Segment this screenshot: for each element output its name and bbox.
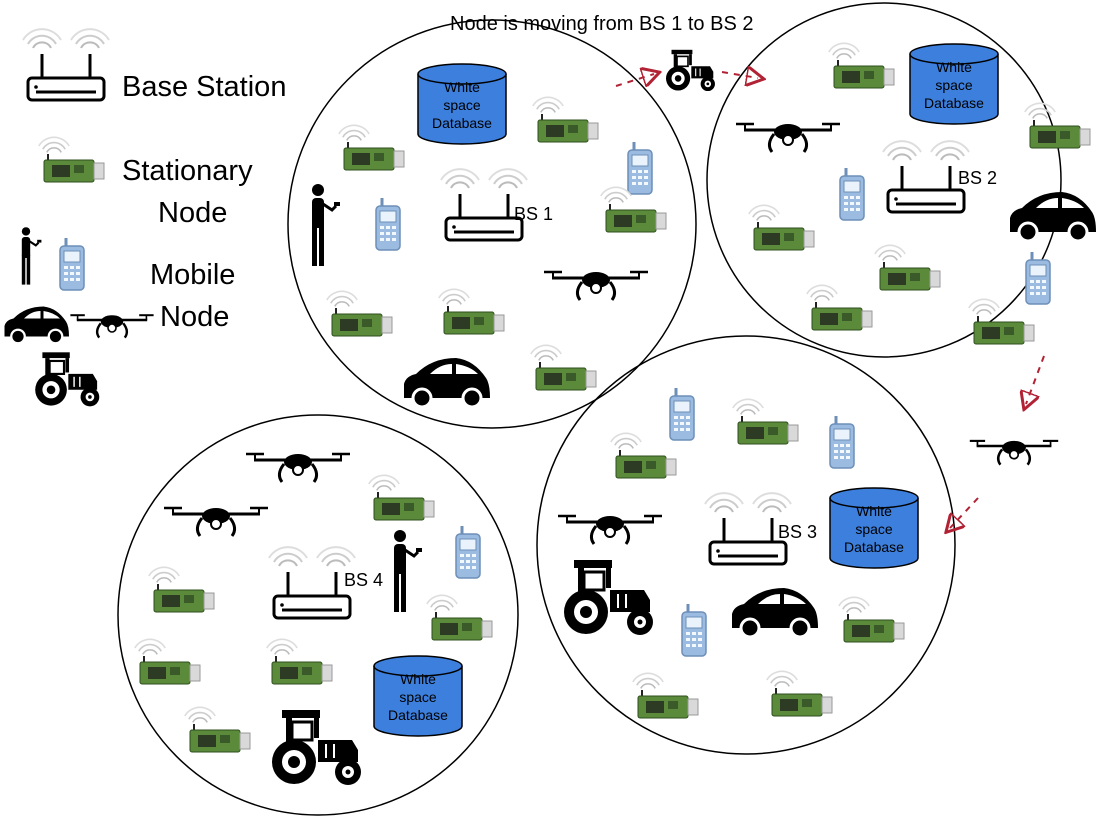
bs1-node-icon bbox=[327, 291, 392, 336]
legend-person-icon bbox=[20, 226, 43, 286]
bs4-node-icon bbox=[149, 567, 214, 612]
cell-bs2-boundary bbox=[706, 2, 1062, 358]
bs4-node-icon bbox=[135, 639, 200, 684]
bs4-node-icon bbox=[185, 707, 250, 752]
bs3-node-icon bbox=[733, 399, 798, 444]
bs2-db-line3: Database bbox=[924, 95, 984, 111]
legend: Base Station Stationary Node Mobile Node bbox=[3, 29, 286, 408]
bs1-node-icon bbox=[531, 345, 596, 390]
bs1-db-line1: White bbox=[444, 79, 480, 95]
legend-tractor-icon bbox=[34, 351, 101, 408]
bs3-tractor-icon bbox=[562, 558, 655, 637]
bs2-drone-icon bbox=[734, 122, 842, 154]
legend-car-icon bbox=[3, 305, 71, 345]
bs4-phone-icon bbox=[454, 524, 482, 580]
bs3-node-icon bbox=[633, 673, 698, 718]
bs2-router-icon bbox=[883, 141, 969, 214]
bs3-node-icon bbox=[839, 597, 904, 642]
bs3-db-line2: space bbox=[855, 521, 893, 537]
cell-bs4-boundary bbox=[117, 414, 519, 816]
legend-stationary-label-line2: Node bbox=[158, 197, 227, 229]
bs2-node-icon bbox=[875, 245, 940, 290]
bs2-db-line2: space bbox=[935, 77, 973, 93]
arrow-to-tractor bbox=[615, 74, 654, 86]
bs4-db-line1: White bbox=[400, 671, 436, 687]
bs3-label: BS 3 bbox=[778, 522, 817, 542]
bs1-db-line2: space bbox=[443, 97, 481, 113]
bs1-drone-icon bbox=[542, 270, 650, 302]
bs1-node-icon bbox=[533, 97, 598, 142]
cell-bs3-boundary bbox=[536, 335, 956, 755]
bs2-node-icon bbox=[969, 299, 1034, 344]
moving-drone-icon bbox=[968, 439, 1060, 466]
bs1-label: BS 1 bbox=[514, 204, 553, 224]
bs2-db-line1: White bbox=[936, 59, 972, 75]
bs3-phone-icon bbox=[828, 414, 856, 470]
cell-bs2: White space Database BS 2 bbox=[706, 2, 1098, 358]
cell-bs1: White space Database BS 1 bbox=[287, 19, 697, 429]
bs3-car-icon bbox=[730, 586, 820, 639]
bs1-node-icon bbox=[439, 289, 504, 334]
bs4-drone-icon bbox=[162, 506, 270, 538]
legend-mobile-label-line2: Node bbox=[160, 301, 229, 333]
bs3-drone-icon bbox=[556, 514, 664, 546]
legend-drone-icon bbox=[69, 314, 155, 339]
bs4-db-line2: space bbox=[399, 689, 437, 705]
legend-base-station-label: Base Station bbox=[122, 71, 286, 103]
bs4-node-icon bbox=[427, 595, 492, 640]
cell-bs1-boundary bbox=[287, 19, 697, 429]
bs4-db-line3: Database bbox=[388, 707, 448, 723]
legend-stationary-label-line1: Stationary bbox=[122, 155, 253, 187]
legend-base-station-icon bbox=[23, 29, 109, 102]
moving-tractor-icon bbox=[665, 48, 716, 92]
bs3-phone-icon bbox=[680, 602, 708, 658]
bs2-phone-icon bbox=[1024, 250, 1052, 306]
bs2-label: BS 2 bbox=[958, 168, 997, 188]
bs4-person-icon bbox=[392, 528, 424, 614]
bs4-drone-icon bbox=[244, 452, 352, 484]
bs3-node-icon bbox=[611, 433, 676, 478]
bs1-phone-icon bbox=[374, 196, 402, 252]
bs1-car-icon bbox=[402, 356, 492, 409]
bs2-node-icon bbox=[749, 205, 814, 250]
bs4-node-icon bbox=[267, 639, 332, 684]
bs2-node-icon bbox=[829, 43, 894, 88]
bs4-router-icon bbox=[269, 547, 355, 620]
bs1-db-line3: Database bbox=[432, 115, 492, 131]
bs4-tractor-icon bbox=[270, 708, 363, 787]
arrow-to-drone bbox=[1026, 355, 1045, 404]
bs2-node-icon bbox=[807, 285, 872, 330]
caption: Node is moving from BS 1 to BS 2 bbox=[450, 13, 753, 35]
cell-bs4: White space Database BS 4 bbox=[117, 414, 519, 816]
bs1-person-icon bbox=[310, 182, 342, 268]
bs2-node-icon bbox=[1025, 103, 1090, 148]
bs4-label: BS 4 bbox=[344, 570, 383, 590]
bs3-db-line3: Database bbox=[844, 539, 904, 555]
bs3-db-line1: White bbox=[856, 503, 892, 519]
bs3-node-icon bbox=[767, 671, 832, 716]
bs1-phone-icon bbox=[626, 140, 654, 196]
cell-bs3: White space Database BS 3 bbox=[536, 335, 956, 755]
bs4-node-icon bbox=[369, 475, 434, 520]
legend-stationary-node-icon bbox=[39, 137, 104, 182]
bs1-node-icon bbox=[339, 125, 404, 170]
bs2-phone-icon bbox=[838, 166, 866, 222]
bs3-phone-icon bbox=[668, 386, 696, 442]
legend-phone-icon bbox=[58, 236, 86, 292]
legend-mobile-label-line1: Mobile bbox=[150, 259, 235, 291]
